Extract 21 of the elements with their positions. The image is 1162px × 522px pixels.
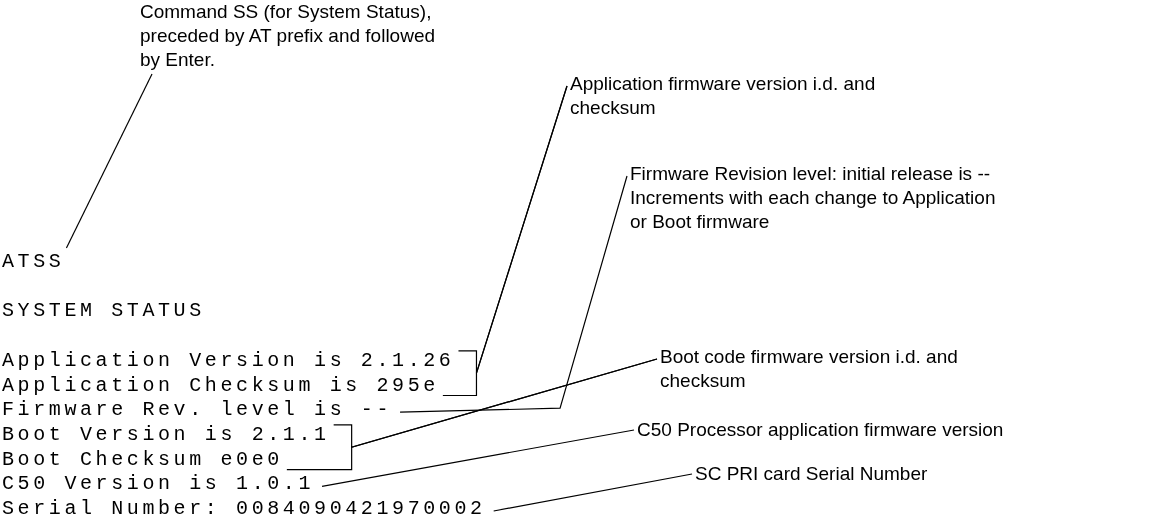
- terminal-output-line: Serial Number: 0084090421970002: [2, 497, 486, 521]
- annotation-text: C50 Processor application firmware version: [637, 418, 1004, 442]
- leader-line: [65, 73, 153, 249]
- terminal-output-line: C50 Version is 1.0.1: [2, 472, 315, 497]
- annotation-text: Firmware Revision level: initial release is -- Increments with each change to Application or Boot firmware: [630, 162, 1008, 234]
- leader-line: [286, 358, 658, 471]
- leader-line: [493, 473, 693, 512]
- terminal-output-line: Boot Version is 2.1.1: [2, 422, 330, 447]
- leader-line: [399, 175, 628, 413]
- annotation-text: SC PRI card Serial Number: [695, 462, 928, 486]
- terminal-output-line: Boot Checksum e0e0: [2, 447, 283, 472]
- terminal-output-line: SYSTEM STATUS: [2, 299, 205, 324]
- terminal-output-line: Firmware Rev. level is --: [2, 398, 393, 423]
- terminal-output-line: Application Version is 2.1.26: [2, 348, 455, 373]
- annotation-text: Application firmware version i.d. and checksum: [570, 72, 900, 120]
- terminal-output-line: ATSS: [2, 250, 65, 274]
- annotation-text: Command SS (for System Status), preceded by AT prefix and followed by Enter.: [140, 0, 440, 72]
- annotation-text: Boot code firmware version i.d. and checksum: [660, 345, 990, 393]
- leader-line: [442, 85, 568, 397]
- leader-line: [321, 429, 635, 487]
- terminal-output-line: Application Checksum is 295e: [2, 373, 439, 398]
